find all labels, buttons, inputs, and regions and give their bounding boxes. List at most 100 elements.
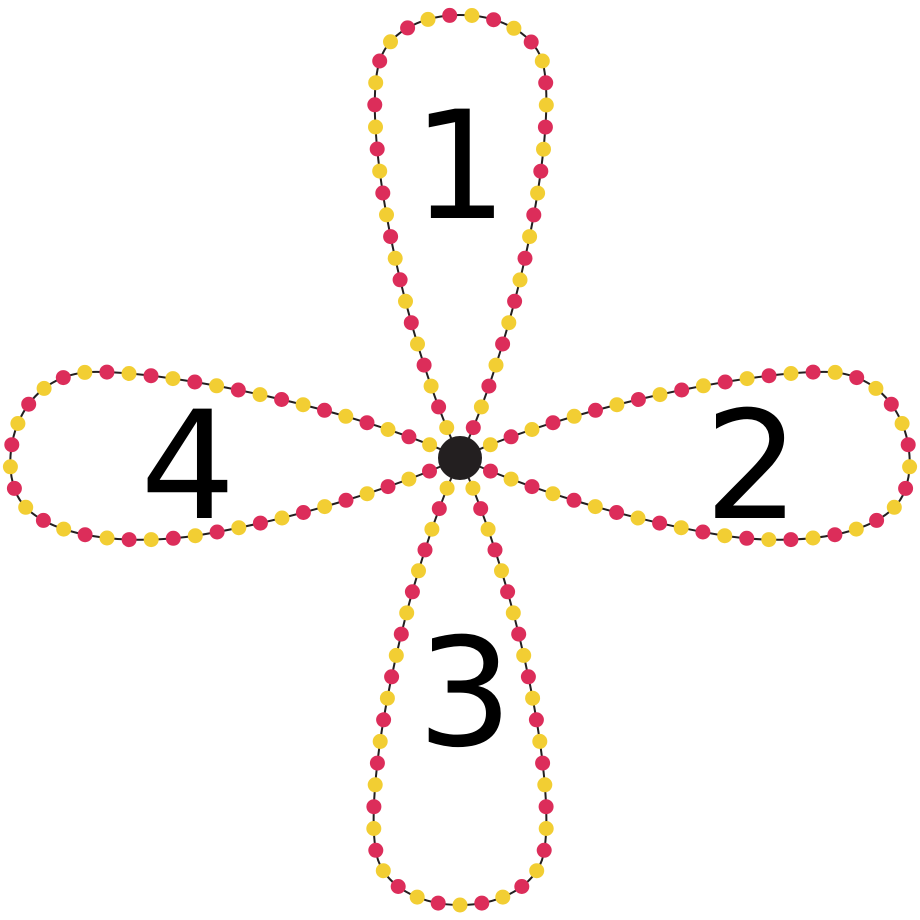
bead [529, 863, 545, 879]
bead [538, 75, 554, 91]
bead [566, 408, 582, 424]
bead [439, 420, 455, 436]
bead [77, 364, 93, 380]
bead [404, 584, 420, 600]
bead [530, 185, 546, 201]
bead [387, 250, 403, 266]
bead [516, 647, 532, 663]
bead [359, 486, 375, 502]
bead [483, 463, 498, 479]
bead [409, 889, 425, 905]
bead [538, 821, 554, 836]
bead [695, 524, 711, 540]
bead [503, 429, 519, 445]
bead [473, 399, 489, 415]
bead [209, 524, 225, 540]
bead [805, 530, 821, 546]
bead [379, 690, 395, 706]
bead [545, 486, 561, 502]
bead [400, 20, 416, 36]
bead [566, 492, 582, 508]
bead [506, 20, 522, 36]
bead [512, 272, 528, 288]
bead [401, 471, 417, 487]
bead [368, 119, 383, 135]
bead [143, 368, 159, 384]
bead [401, 429, 417, 445]
bead [430, 895, 446, 911]
bead [209, 378, 225, 394]
bead [368, 75, 384, 91]
bead [673, 520, 689, 536]
bead [783, 532, 799, 548]
bead [739, 530, 755, 546]
bead [886, 499, 902, 515]
bead [898, 480, 914, 496]
bead [143, 532, 159, 548]
bead [431, 501, 447, 517]
bead [534, 53, 550, 69]
bead [517, 250, 533, 266]
bead [495, 889, 511, 905]
bead [900, 437, 916, 453]
bead [452, 897, 468, 913]
bead [187, 374, 203, 390]
bead [827, 364, 843, 380]
bead [805, 364, 821, 380]
bead [367, 777, 383, 793]
bead [473, 501, 489, 517]
petal-right-loop [457, 370, 911, 541]
bead [420, 11, 436, 27]
center-knot [438, 436, 482, 480]
bead [422, 437, 438, 453]
bead [121, 366, 137, 381]
bead [487, 542, 503, 558]
bead [488, 357, 504, 373]
bead [609, 397, 625, 413]
bead [717, 528, 733, 544]
bead [537, 119, 553, 135]
bead [274, 510, 290, 526]
bead [545, 415, 561, 431]
bead [379, 207, 394, 223]
bead [630, 392, 646, 407]
petal-label-4: 4 [140, 380, 235, 554]
bead [372, 53, 388, 69]
bead [464, 8, 480, 23]
bead [338, 492, 354, 508]
bead [368, 842, 384, 858]
bead [317, 402, 332, 418]
bead [424, 521, 440, 537]
bead [18, 499, 34, 515]
bead [187, 528, 203, 544]
bead [10, 416, 26, 431]
petal-label-2: 2 [704, 380, 799, 554]
bead [252, 387, 268, 403]
bead [338, 408, 354, 424]
petal-label-3: 3 [417, 607, 512, 781]
bead [77, 527, 93, 543]
bead [761, 532, 777, 548]
bead [465, 480, 481, 496]
bead [526, 207, 542, 223]
bead [423, 378, 439, 394]
bead [883, 396, 899, 412]
bead [783, 366, 799, 381]
bead [383, 229, 399, 245]
bead [99, 364, 115, 380]
bead [398, 293, 413, 309]
bead [231, 520, 247, 536]
bead [56, 521, 72, 537]
bead [674, 382, 690, 398]
bead [587, 499, 603, 515]
bead [500, 584, 516, 600]
bead [894, 416, 910, 431]
petal-label-1: 1 [412, 80, 507, 254]
bead [442, 7, 458, 23]
bead [165, 530, 181, 546]
bead [827, 527, 843, 543]
bead [523, 34, 539, 50]
bead [416, 357, 432, 373]
bead [376, 712, 392, 728]
